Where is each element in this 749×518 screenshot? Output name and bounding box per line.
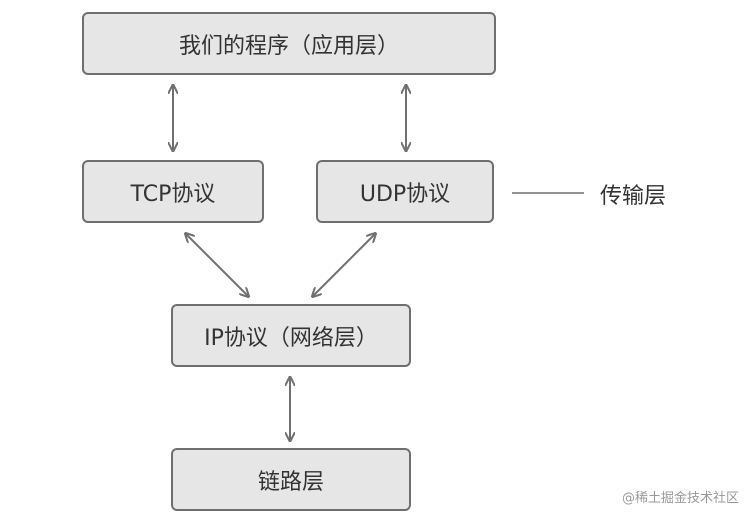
tcp-protocol-label: TCP协议 (130, 181, 216, 207)
application-layer-label: 我们的程序（应用层） (178, 33, 399, 59)
tcp-protocol-box: TCP协议 (82, 160, 264, 223)
watermark: @稀土掘金技术社区 (621, 491, 739, 506)
udp-protocol-label: UDP协议 (359, 181, 451, 207)
transport-layer-label: 传输层 (600, 184, 667, 209)
arrow-tcp-ip (186, 234, 248, 296)
arrow-udp-ip (313, 234, 375, 296)
udp-protocol-box: UDP协议 (316, 160, 494, 223)
application-layer-box: 我们的程序（应用层） (82, 12, 496, 75)
link-layer-box: 链路层 (171, 448, 411, 511)
link-layer-label: 链路层 (257, 469, 324, 495)
network-layer-label: IP协议（网络层） (204, 325, 378, 351)
network-layer-box: IP协议（网络层） (171, 304, 411, 367)
